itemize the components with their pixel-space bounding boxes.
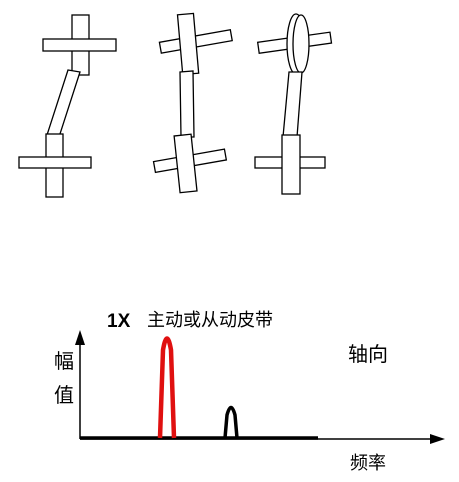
y-axis-label-line2: 值 xyxy=(54,383,74,407)
connecting-belt xyxy=(179,70,195,138)
lower-pulley xyxy=(281,134,301,195)
belt-description: 主动或从动皮带 xyxy=(147,310,273,331)
upper-shaft xyxy=(42,38,117,52)
lower-pulley xyxy=(173,133,198,194)
shaft-assembly-offset xyxy=(18,14,117,198)
connecting-belt xyxy=(282,71,303,138)
upper-pulley xyxy=(176,12,200,76)
shaft-assembly-twisted xyxy=(254,13,333,195)
direction-label: 轴向 xyxy=(348,342,388,366)
harmonic-label: 1X xyxy=(107,311,131,332)
x-axis-label: 频率 xyxy=(350,453,386,474)
peak-2x xyxy=(223,405,239,439)
spectrum-plot xyxy=(75,330,445,444)
upper-pulley-disc-rim xyxy=(292,14,310,74)
y-axis-arrow xyxy=(75,330,85,345)
shaft-assembly-angular xyxy=(152,12,233,194)
connecting-belt xyxy=(46,69,81,138)
x-axis-arrow xyxy=(430,434,445,444)
peak-1x xyxy=(157,336,177,439)
lower-shaft xyxy=(18,156,92,169)
y-axis-label-line1: 幅 xyxy=(54,349,74,373)
